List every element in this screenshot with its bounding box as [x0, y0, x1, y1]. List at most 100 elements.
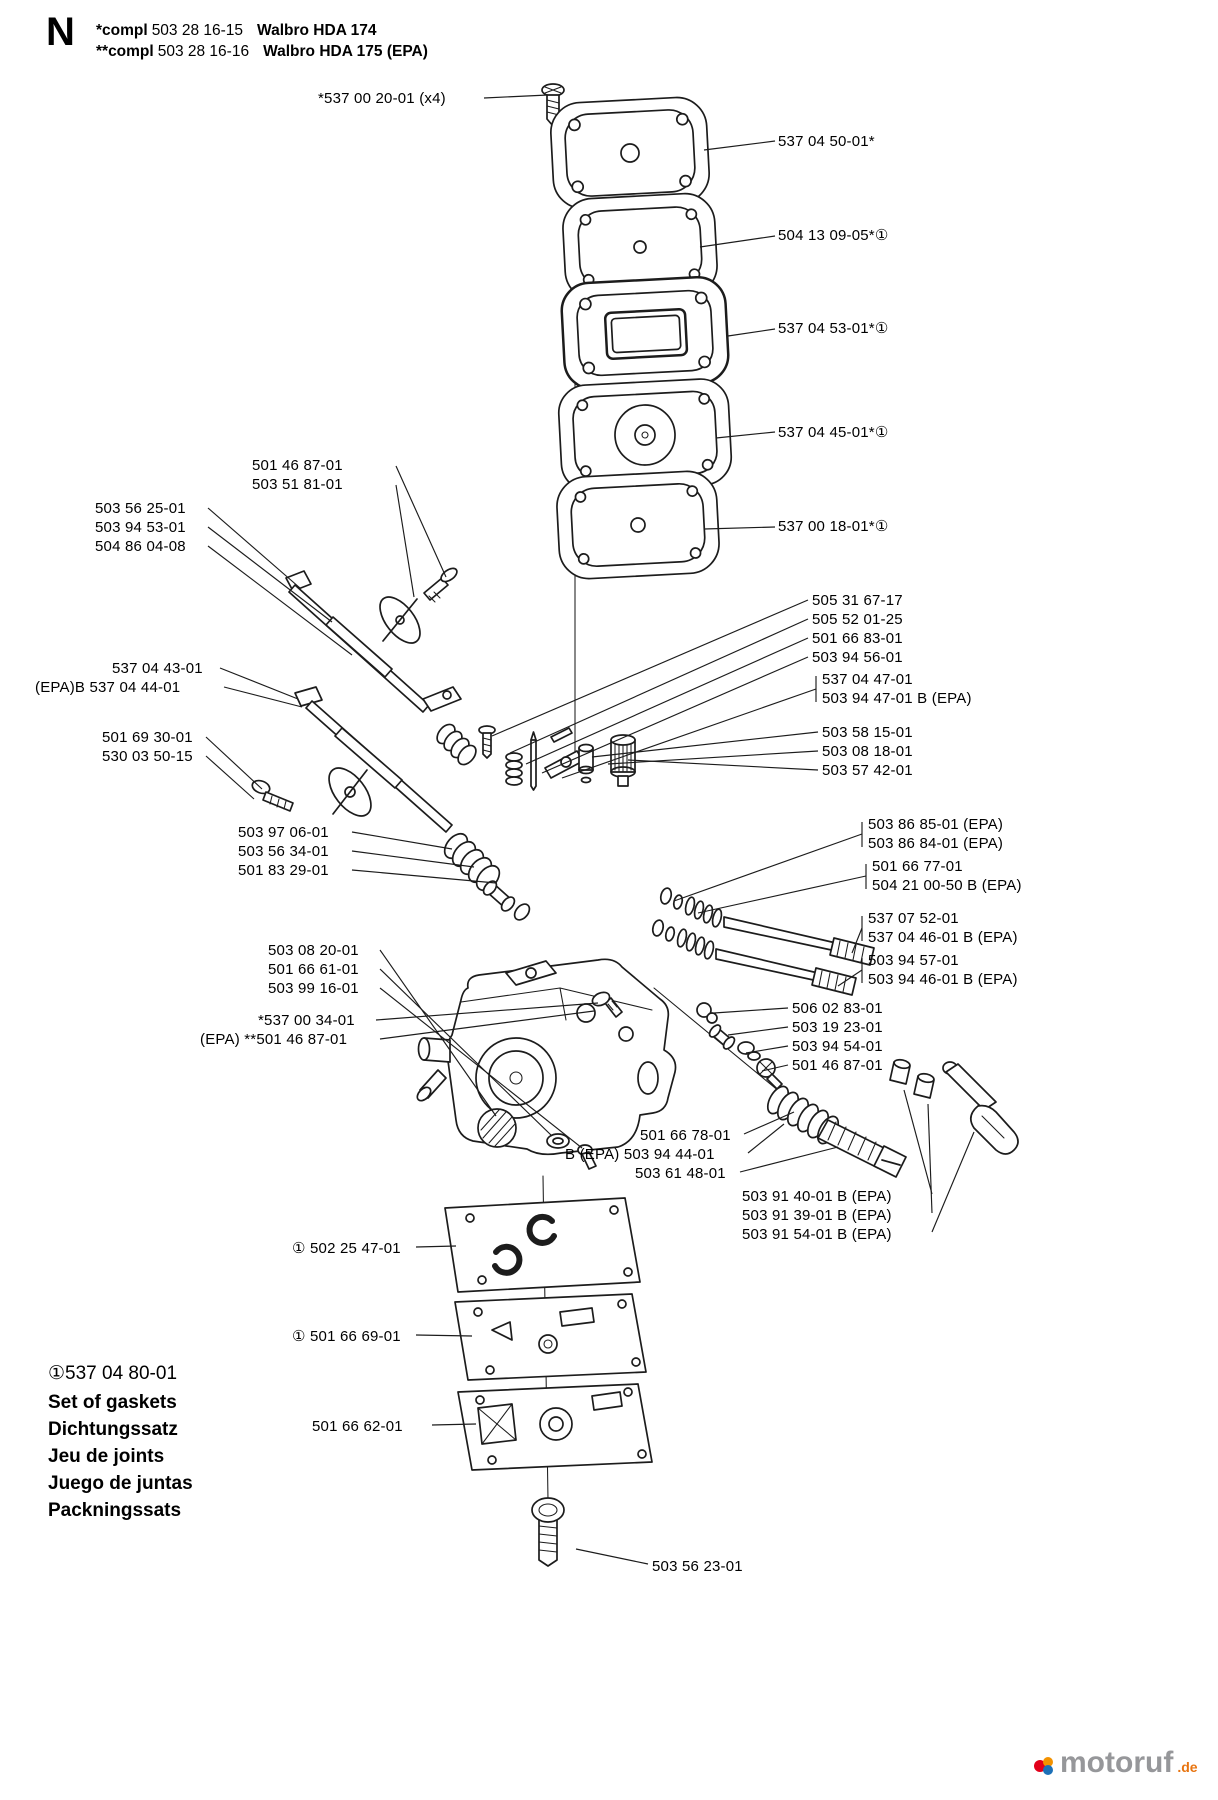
callout-503-99-16-01: 503 99 16-01	[268, 980, 359, 997]
callout-503-51-81-01: 503 51 81-01	[252, 476, 343, 493]
pump-plate	[560, 275, 730, 391]
callout-501-66-69-01: ① 501 66 69-01	[292, 1328, 401, 1345]
callout-503-08-20-01: 503 08 20-01	[268, 942, 359, 959]
carburetor-body	[416, 958, 677, 1156]
callout-503-61-48-01: 503 61 48-01	[635, 1165, 726, 1182]
callout-503-94-44-01: B (EPA) 503 94 44-01	[565, 1146, 715, 1163]
leader-lines	[205, 94, 975, 1565]
callout-501-83-29-01: 501 83 29-01	[238, 862, 329, 879]
limiter-caps	[889, 1058, 935, 1099]
callout-501-66-78-01: 501 66 78-01	[640, 1127, 731, 1144]
pump-plug	[477, 1108, 517, 1148]
throttle-return-spring	[443, 832, 501, 892]
throttle-shaft-assembly	[294, 686, 453, 833]
gasket-set-name-sv: Packningssats	[48, 1500, 182, 1521]
callout-537-04-46-01: 537 04 46-01 B (EPA)	[868, 929, 1018, 946]
callout-504-13-09-05: 504 13 09-05*①	[778, 227, 889, 244]
bottom-gasket	[454, 1293, 647, 1381]
bottom-plate-with-clips	[444, 1197, 641, 1293]
inlet-needle-cluster	[478, 725, 584, 791]
title-model-1: Walbro HDA 174	[257, 22, 377, 39]
section-letter: N	[46, 10, 75, 54]
callout-537-04-43-01: 537 04 43-01	[112, 660, 203, 677]
callout-503-97-06-01: 503 97 06-01	[238, 824, 329, 841]
callout-501-46-87-01-a: 501 46 87-01	[252, 457, 343, 474]
callout-537-04-45-01: 537 04 45-01*①	[778, 424, 889, 441]
gasket-set-name-en: Set of gaskets	[48, 1392, 177, 1413]
callout-537-00-20-01: *537 00 20-01 (x4)	[318, 90, 446, 107]
choke-shaft-assembly	[285, 570, 477, 766]
motoruf-brand-text: motoruf	[1060, 1746, 1174, 1779]
limiter-lever	[942, 1061, 1019, 1155]
callout-503-08-18-01: 503 08 18-01	[822, 743, 913, 760]
metering-gasket	[556, 470, 720, 580]
gasket-set-legend: ①537 04 80-01 Set of gaskets Dichtungssa…	[48, 1362, 193, 1524]
throttle-plate	[328, 767, 372, 817]
callout-504-21-00-50: 504 21 00-50 B (EPA)	[872, 877, 1022, 894]
callout-503-91-40-01: 503 91 40-01 B (EPA)	[742, 1188, 892, 1205]
callout-501-66-77-01: 501 66 77-01	[872, 858, 963, 875]
callout-504-86-04-08: 504 86 04-08	[95, 538, 186, 555]
gasket-set-part-number: ①537 04 80-01	[48, 1363, 178, 1384]
callout-501-66-62-01: 501 66 62-01	[312, 1418, 403, 1435]
callout-505-31-67-17: 505 31 67-17	[812, 592, 903, 609]
callout-506-02-83-01: 506 02 83-01	[792, 1000, 883, 1017]
callout-503-94-57-01: 503 94 57-01	[868, 952, 959, 969]
title-number-1: 503 28 16-15	[151, 22, 244, 39]
choke-plate-screw	[423, 567, 458, 603]
callout-537-04-47-01: 537 04 47-01	[822, 671, 913, 688]
check-valve-small	[578, 743, 594, 784]
title-prefix-2: **compl	[96, 43, 154, 60]
callout-537-04-50-01: 537 04 50-01*	[778, 133, 875, 150]
small-parts-chain	[696, 1002, 783, 1090]
callout-502-25-47-01: ① 502 25 47-01	[292, 1240, 401, 1257]
callout-537-00-34-01: *537 00 34-01	[258, 1012, 355, 1029]
callout-501-66-61-01: 501 66 61-01	[268, 961, 359, 978]
callout-503-58-15-01: 503 58 15-01	[822, 724, 913, 741]
bottom-screw	[531, 1497, 565, 1567]
callout-503-91-39-01: 503 91 39-01 B (EPA)	[742, 1207, 892, 1224]
callout-503-94-46-01: 503 94 46-01 B (EPA)	[868, 971, 1018, 988]
callout-501-66-83-01: 501 66 83-01	[812, 630, 903, 647]
title-model-2: Walbro HDA 175 (EPA)	[263, 43, 428, 60]
throttle-plate-screw	[251, 779, 294, 812]
callout-537-04-53-01: 537 04 53-01*①	[778, 320, 889, 337]
callout-503-56-25-01: 503 56 25-01	[95, 500, 186, 517]
motoruf-watermark: motoruf.de	[1032, 1748, 1198, 1778]
callout-503-94-56-01: 503 94 56-01	[812, 649, 903, 666]
gasket-set-name-fr: Jeu de joints	[48, 1446, 165, 1467]
choke-plate	[379, 596, 421, 644]
pump-body-plate	[457, 1383, 653, 1471]
callout-503-91-54-01: 503 91 54-01 B (EPA)	[742, 1226, 892, 1243]
adjustment-needle-high	[659, 887, 875, 966]
callout-501-69-30-01: 501 69 30-01	[102, 729, 193, 746]
motoruf-tld-text: .de	[1177, 1759, 1198, 1775]
gasket-set-name-de: Dichtungssatz	[48, 1419, 178, 1440]
adjustment-needle-low	[651, 919, 857, 996]
throttle-shaft-sleeve	[482, 880, 531, 921]
callout-537-07-52-01: 537 07 52-01	[868, 910, 959, 927]
motoruf-logo-icon	[1034, 1757, 1053, 1775]
callout-537-00-18-01: 537 00 18-01*①	[778, 518, 889, 535]
callout-505-52-01-25: 505 52 01-25	[812, 611, 903, 628]
callout-503-57-42-01: 503 57 42-01	[822, 762, 913, 779]
idle-screw-assembly	[766, 1085, 907, 1178]
gasket-set-name-es: Juego de juntas	[48, 1473, 193, 1494]
body-washer	[546, 1133, 570, 1149]
callout-503-94-53-01: 503 94 53-01	[95, 519, 186, 536]
callout-503-86-85-01: 503 86 85-01 (EPA)	[868, 816, 1004, 833]
callout-530-03-50-15: 530 03 50-15	[102, 748, 193, 765]
callout-537-04-44-01: (EPA)B 537 04 44-01	[35, 679, 181, 696]
callout-503-94-47-01: 503 94 47-01 B (EPA)	[822, 690, 972, 707]
callout-501-46-87-01-c: (EPA) **501 46 87-01	[200, 1031, 348, 1048]
callout-503-56-34-01: 503 56 34-01	[238, 843, 329, 860]
callout-503-86-84-01: 503 86 84-01 (EPA)	[868, 835, 1004, 852]
callout-501-46-87-01-b: 501 46 87-01	[792, 1057, 883, 1074]
callout-503-94-54-01: 503 94 54-01	[792, 1038, 883, 1055]
title-number-2: 503 28 16-16	[157, 43, 250, 60]
